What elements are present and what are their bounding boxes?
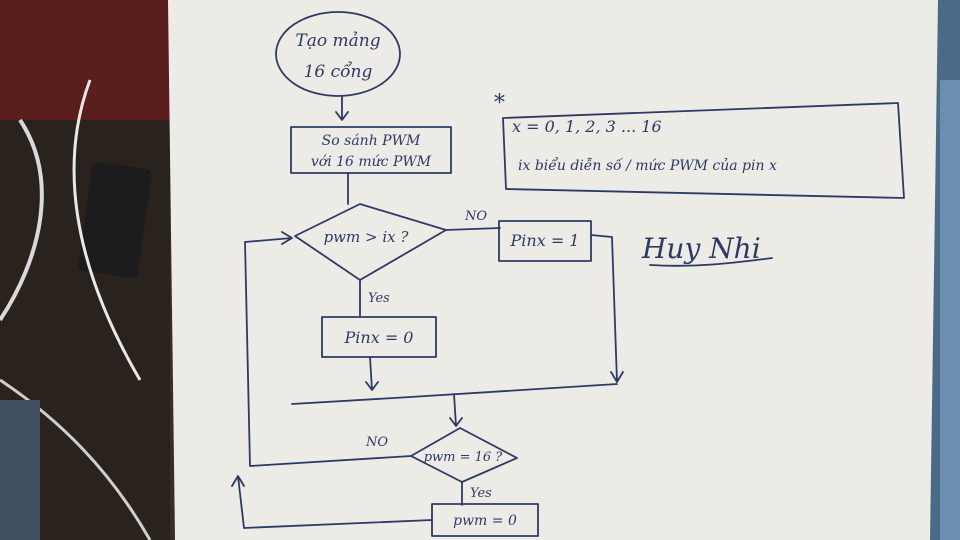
no-label: NO — [464, 209, 487, 224]
merge-line — [291, 383, 618, 405]
decision2-label: pwm = 16 ? — [424, 450, 504, 465]
arrow-loop-reset — [231, 475, 433, 529]
init-process: So sánh PWM với 16 mức PWM — [290, 126, 452, 174]
arrow-high-merge — [590, 234, 624, 383]
reset-label: pwm = 0 — [453, 513, 517, 529]
pin-low-label: Pinx = 0 — [344, 328, 414, 347]
start-line1: Tạo mảng — [295, 31, 380, 51]
init-line2: với 16 mức PWM — [311, 154, 432, 170]
signature: Huy Nhi — [641, 232, 773, 267]
yes2-label: Yes — [470, 486, 492, 501]
init-line1: So sánh PWM — [322, 133, 421, 149]
arrow-no-branch — [445, 227, 501, 231]
signature-underline — [649, 257, 773, 267]
start-line2: 16 cổng — [304, 62, 373, 82]
note-asterisk: * — [494, 91, 505, 116]
decision-pwm-eq-16: pwm = 16 ? — [410, 427, 518, 483]
arrow-merge-decision2 — [449, 393, 463, 427]
no2-label: NO — [365, 435, 388, 450]
note-box: * x = 0, 1, 2, 3 ... 16 ix biểu diễn số … — [494, 91, 905, 199]
signature-text: Huy Nhi — [641, 232, 761, 265]
arrow-low-merge — [365, 356, 379, 391]
paper-sheet — [168, 0, 938, 540]
start-node: Tạo mảng 16 cổng — [275, 11, 401, 97]
arrow-loop-no — [244, 231, 412, 467]
process-pin-low: Pinx = 0 — [321, 316, 437, 358]
note-line1: x = 0, 1, 2, 3 ... 16 — [512, 117, 662, 136]
note-line2: ix biểu diễn số / mức PWM của pin x — [518, 156, 777, 174]
arrow-start-init — [335, 95, 349, 121]
process-pin-high: Pinx = 1 — [498, 220, 592, 262]
decision1-label: pwm > ix ? — [324, 228, 410, 246]
pin-high-label: Pinx = 1 — [510, 231, 580, 250]
yes-label: Yes — [368, 291, 390, 306]
